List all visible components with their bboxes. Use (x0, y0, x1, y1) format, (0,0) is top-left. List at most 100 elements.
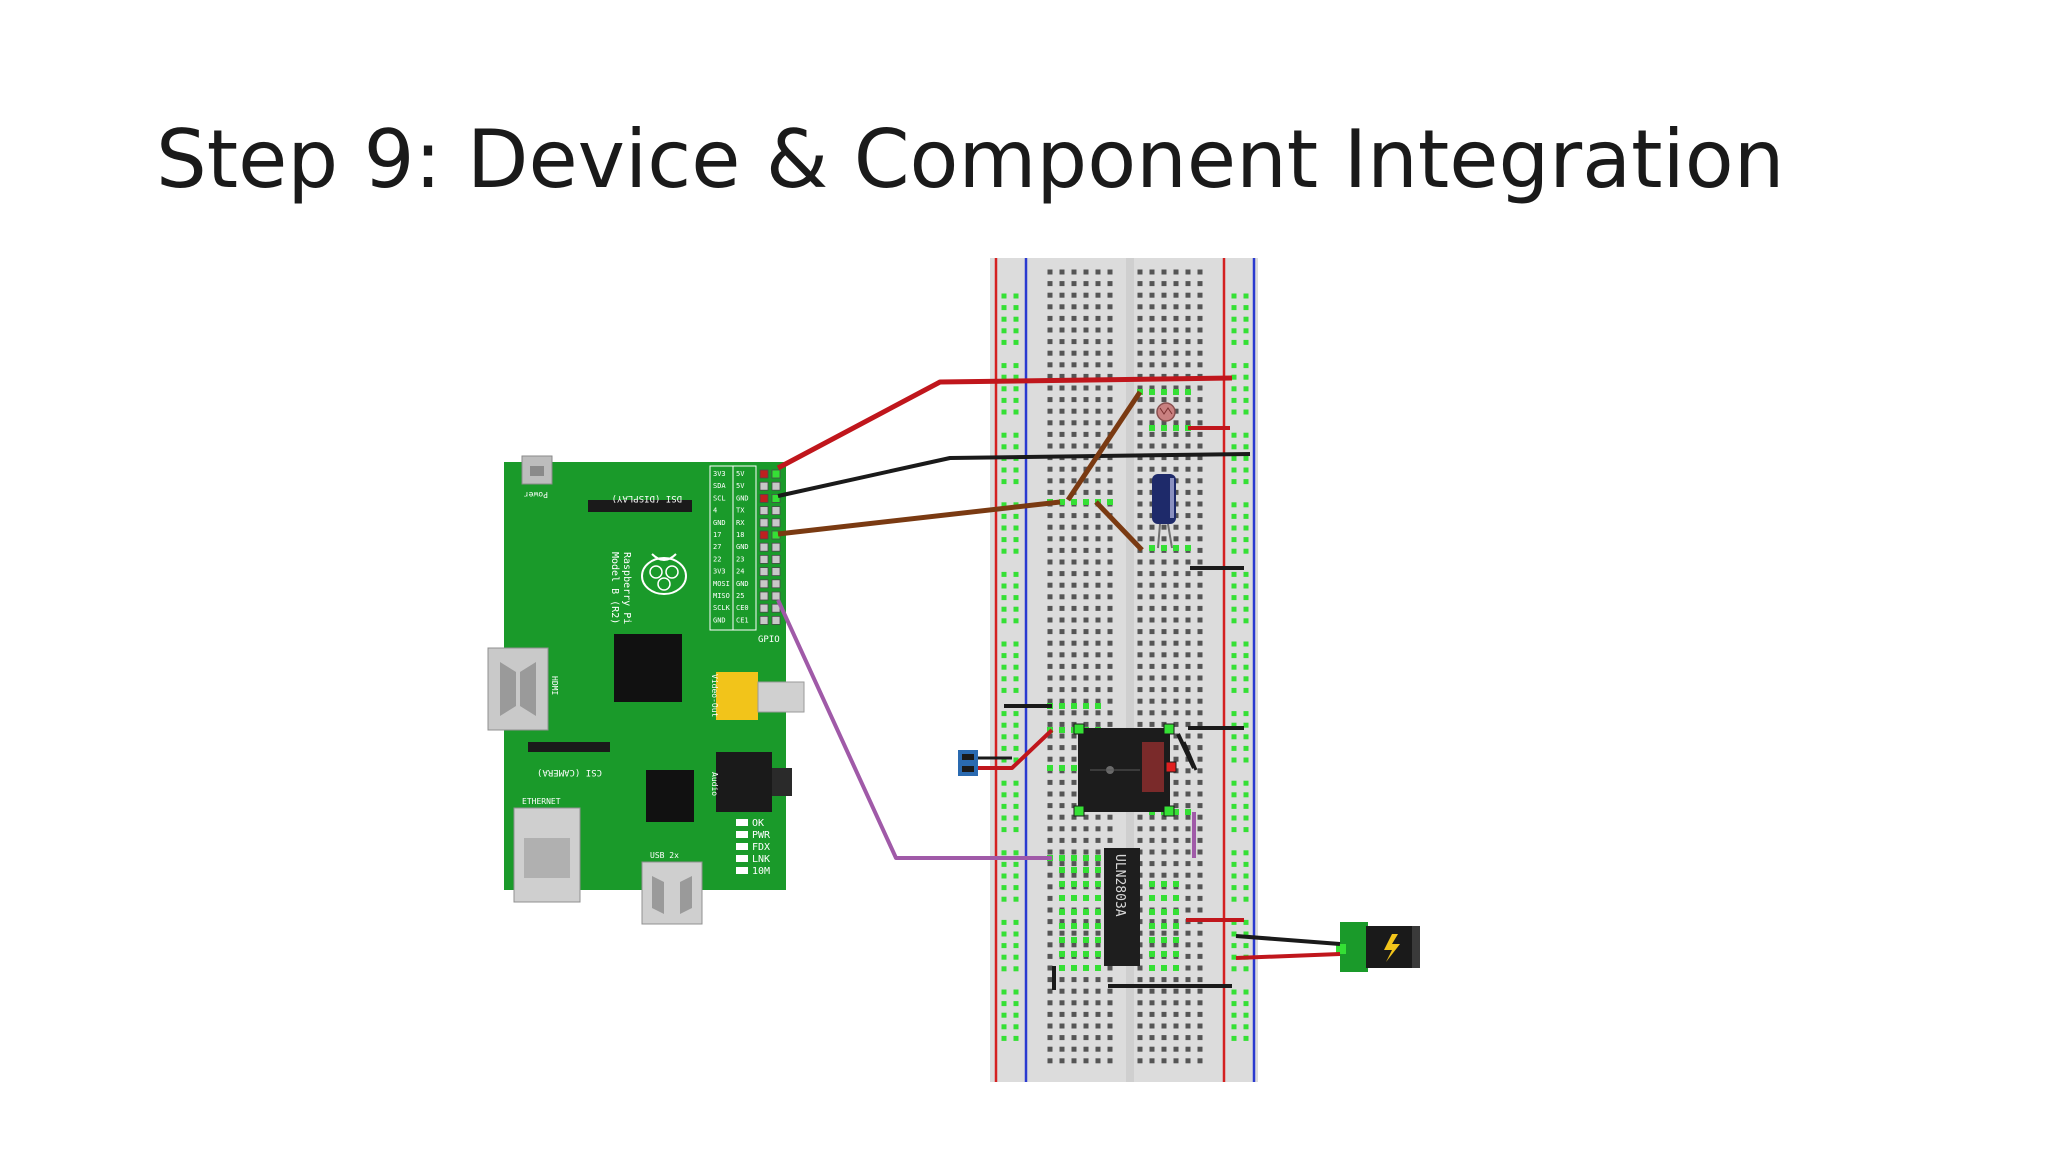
breadboard-hole (1095, 977, 1101, 983)
breadboard-hole (1197, 571, 1203, 577)
breadboard-hole (1137, 571, 1143, 577)
rail-hole (1001, 850, 1007, 856)
breadboard-hole (1185, 1035, 1191, 1041)
rail-hole (1231, 687, 1237, 693)
breadboard-hole (1083, 571, 1089, 577)
breadboard-hole (1185, 768, 1191, 774)
rail-hole (1231, 885, 1237, 891)
breadboard-hole (1197, 582, 1203, 588)
gpio-pin (759, 555, 769, 564)
breadboard-hole (1173, 292, 1179, 298)
breadboard-hole (1059, 489, 1065, 495)
breadboard-hole (1083, 687, 1089, 693)
rail-hole (1231, 1001, 1237, 1007)
breadboard-hole (1185, 466, 1191, 472)
breadboard-hole (1083, 1023, 1089, 1029)
breadboard-hole (1059, 814, 1065, 820)
breadboard-hole (1137, 408, 1143, 414)
breadboard-hole (1197, 710, 1203, 716)
breadboard-hole (1059, 547, 1065, 553)
breadboard-hole (1173, 803, 1179, 809)
breadboard-hole (1149, 617, 1155, 623)
rail-hole (1001, 757, 1007, 763)
rail-hole (1243, 873, 1249, 879)
audio-jack-tip (772, 768, 792, 796)
breadboard-hole (1083, 431, 1089, 437)
breadboard-hole (1083, 582, 1089, 588)
breadboard-hole (1107, 1023, 1113, 1029)
gpio-pin (771, 579, 781, 589)
breadboard-hole (1161, 837, 1167, 843)
csi-label: CSI (CAMERA) (537, 767, 602, 777)
active-hole (1095, 855, 1101, 861)
breadboard-hole (1059, 513, 1065, 519)
active-hole (1185, 809, 1191, 815)
breadboard-hole (1173, 872, 1179, 878)
rail-hole (1231, 931, 1237, 937)
breadboard-hole (1095, 652, 1101, 658)
breadboard-hole (1095, 547, 1101, 553)
breadboard-hole (1071, 431, 1077, 437)
rail-hole (1243, 641, 1249, 647)
active-hole (1173, 809, 1179, 815)
breadboard-hole (1107, 837, 1113, 843)
breadboard-hole (1071, 698, 1077, 704)
breadboard-hole (1071, 269, 1077, 275)
breadboard-hole (1059, 420, 1065, 426)
rail-hole (1013, 328, 1019, 334)
rail-hole (1001, 711, 1007, 717)
breadboard-hole (1071, 849, 1077, 855)
breadboard-hole (1071, 826, 1077, 832)
breadboard-hole (1185, 582, 1191, 588)
gpio-pin-label: 17 (713, 531, 721, 539)
active-hole (1161, 965, 1167, 971)
breadboard-hole (1161, 977, 1167, 983)
breadboard-hole (1095, 861, 1101, 867)
active-hole (1059, 727, 1065, 733)
breadboard-hole (1173, 721, 1179, 727)
breadboard-hole (1107, 663, 1113, 669)
breadboard-hole (1071, 1046, 1077, 1052)
rail-hole (1243, 989, 1249, 995)
active-hole (1083, 965, 1089, 971)
gpio-pin-label: CE1 (736, 616, 749, 624)
breadboard-hole (1161, 582, 1167, 588)
hdmi-connector (487, 647, 549, 731)
breadboard-hole (1047, 652, 1053, 658)
rail-hole (1231, 1024, 1237, 1030)
breadboard-hole (1083, 524, 1089, 530)
breadboard-hole (1197, 605, 1203, 611)
rail-hole (1231, 467, 1237, 473)
breadboard-hole (1083, 350, 1089, 356)
breadboard-hole (1107, 582, 1113, 588)
gpio-pin-label: 23 (736, 555, 744, 563)
breadboard-hole (1149, 640, 1155, 646)
gpio-pin-label: 18 (736, 531, 744, 539)
rail-hole (1231, 479, 1237, 485)
breadboard-hole (1095, 710, 1101, 716)
breadboard-hole (1173, 1000, 1179, 1006)
active-hole (1083, 499, 1089, 505)
breadboard-hole (1185, 930, 1191, 936)
rail-hole (1231, 595, 1237, 601)
rail-hole (1231, 919, 1237, 925)
breadboard-hole (1173, 919, 1179, 925)
components: ULN2803A (958, 402, 1420, 990)
breadboard-hole (1059, 837, 1065, 843)
breadboard-hole (1137, 814, 1143, 820)
breadboard-hole (1197, 501, 1203, 507)
breadboard-hole (1071, 594, 1077, 600)
rail-hole (1231, 583, 1237, 589)
breadboard-hole (1071, 872, 1077, 878)
breadboard-hole (1161, 281, 1167, 287)
rail-hole (1001, 595, 1007, 601)
breadboard-hole (1185, 698, 1191, 704)
rail-hole (1243, 885, 1249, 891)
rail-hole (1001, 885, 1007, 891)
rail-hole (1231, 792, 1237, 798)
rail-hole (1013, 1035, 1019, 1041)
breadboard-hole (1137, 327, 1143, 333)
breadboard-hole (1137, 513, 1143, 519)
breadboard-hole (1185, 559, 1191, 565)
